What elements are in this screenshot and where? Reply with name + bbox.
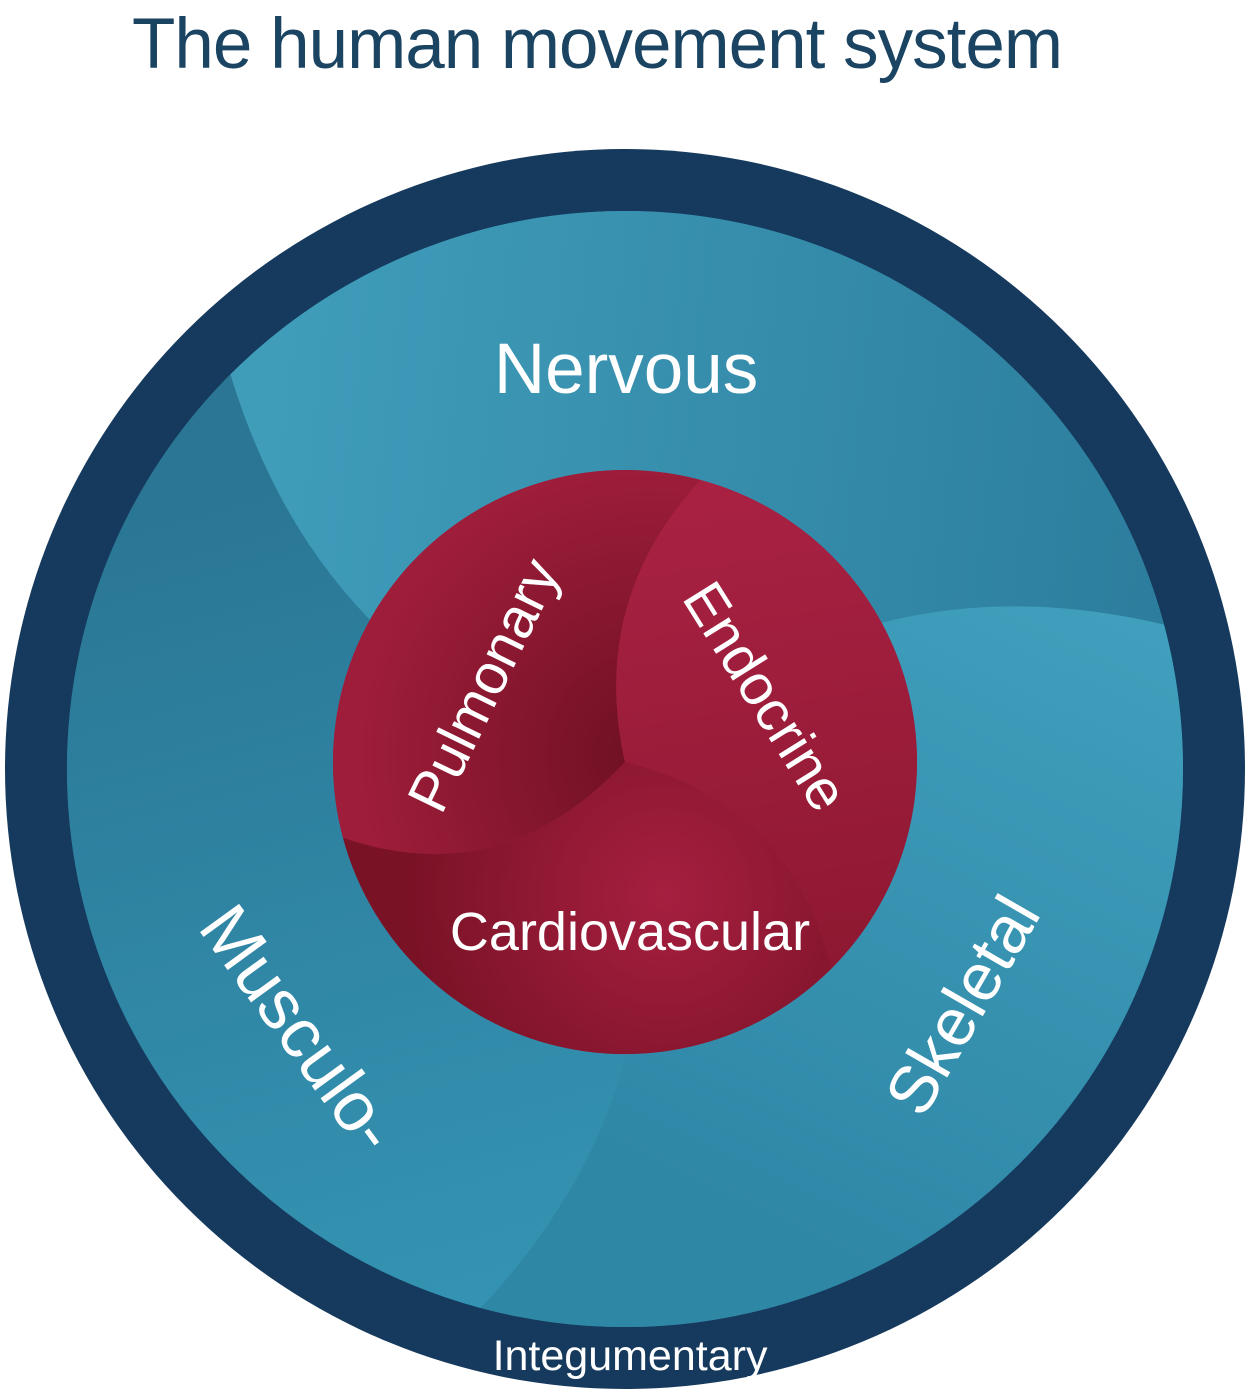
pulmonary-segment <box>332 470 701 855</box>
endocrine-segment <box>616 480 918 969</box>
cardiovascular-segment <box>342 762 832 1055</box>
integumentary-label: Integumentary <box>493 1332 768 1380</box>
nervous-label: Nervous <box>494 330 758 409</box>
cardiovascular-label: Cardiovascular <box>450 902 810 962</box>
page-title: The human movement system <box>132 5 1063 84</box>
